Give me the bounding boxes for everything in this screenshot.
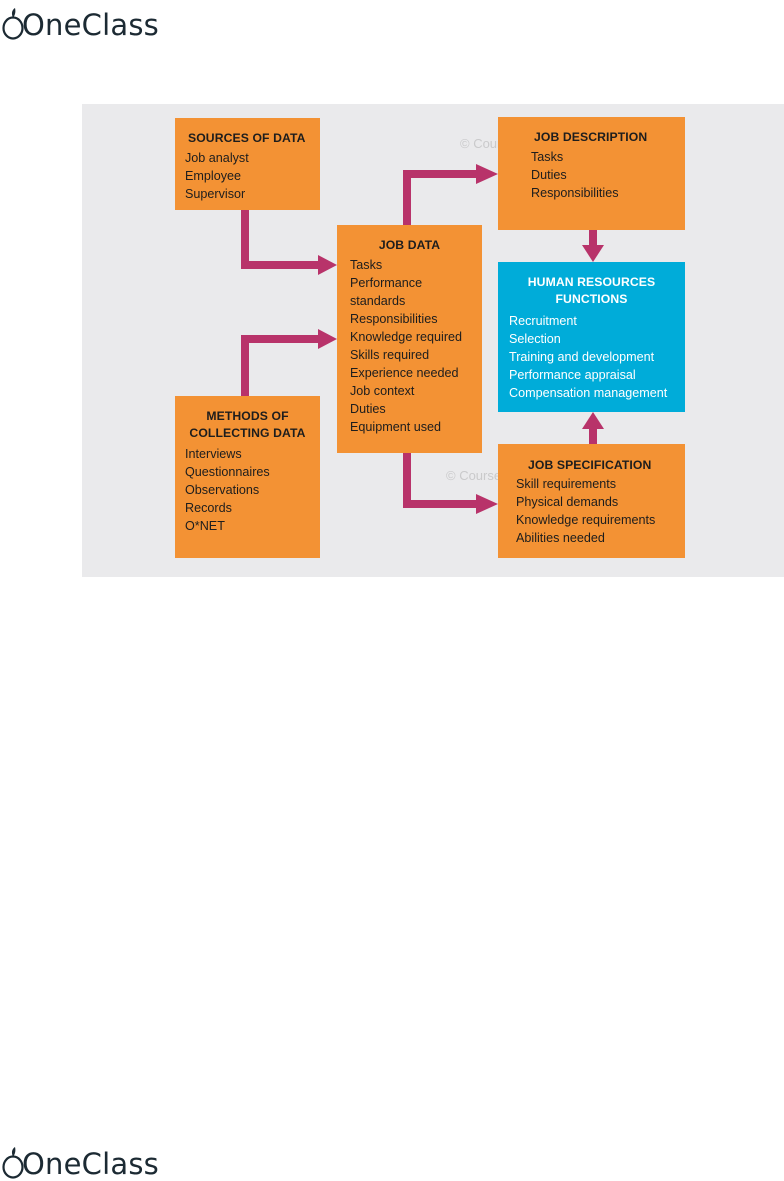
list-item: Job analyst	[185, 151, 249, 165]
list-item: Performance standards	[350, 276, 423, 308]
list-item: Knowledge requirements	[516, 513, 656, 527]
list-item: Employee	[185, 169, 242, 183]
list-item: Records	[185, 501, 232, 515]
list-item: Physical demands	[516, 495, 619, 509]
methods-of-collecting-data-box: METHODS OF COLLECTING DATA Interviews Qu…	[175, 396, 320, 558]
list-item: Supervisor	[185, 187, 246, 201]
list-item: Skill requirements	[516, 477, 617, 491]
job-data-list: Tasks Performance standards Responsibili…	[350, 256, 482, 436]
job-specification-box: JOB SPECIFICATION Skill requirements Phy…	[498, 444, 685, 558]
job-description-box: JOB DESCRIPTION Tasks Duties Responsibil…	[498, 117, 685, 230]
list-item: Duties	[531, 168, 567, 182]
list-item: Experience needed	[350, 366, 459, 380]
hr-functions-box: HUMAN RESOURCES FUNCTIONS Recruitment Se…	[498, 262, 685, 412]
list-item: Performance appraisal	[509, 368, 636, 382]
box-title: HUMAN RESOURCES FUNCTIONS	[527, 275, 656, 306]
hr-functions-list: Recruitment Selection Training and devel…	[509, 312, 685, 402]
arrow-sources-to-jobdata	[241, 210, 320, 269]
list-item: Selection	[509, 332, 561, 346]
box-title: JOB DESCRIPTION	[534, 130, 648, 144]
list-item: Abilities needed	[516, 531, 605, 545]
box-title: JOB DATA	[378, 238, 441, 252]
box-title: SOURCES OF DATA	[188, 131, 306, 145]
list-item: Tasks	[350, 258, 383, 272]
arrow-jobdata-to-description	[403, 170, 478, 225]
oneclass-logo: OneClass	[2, 0, 159, 40]
box-title: METHODS OF COLLECTING DATA	[189, 409, 306, 440]
list-item: Skills required	[350, 348, 430, 362]
list-item: Job context	[350, 384, 415, 398]
job-analysis-diagram: © Course © Course SOURCES OF DATA Job an…	[82, 104, 784, 577]
list-item: Responsibilities	[531, 186, 619, 200]
leaf-icon	[2, 8, 24, 40]
arrow-jobdata-to-specification	[403, 453, 478, 508]
sources-list: Job analyst Employee Supervisor	[185, 149, 320, 203]
box-title: JOB SPECIFICATION	[528, 458, 652, 472]
list-item: Observations	[185, 483, 260, 497]
job-data-box: JOB DATA Tasks Performance standards Res…	[337, 225, 482, 453]
list-item: Compensation management	[509, 386, 668, 400]
job-description-list: Tasks Duties Responsibilities	[531, 148, 685, 202]
list-item: Responsibilities	[350, 312, 438, 326]
list-item: Tasks	[531, 150, 564, 164]
list-item: Interviews	[185, 447, 242, 461]
arrow-methods-to-jobdata	[241, 335, 320, 396]
methods-list: Interviews Questionnaires Observations R…	[185, 445, 320, 535]
list-item: Knowledge required	[350, 330, 463, 344]
logo-text: OneClass	[22, 8, 159, 42]
list-item: Equipment used	[350, 420, 442, 434]
list-item: Training and development	[509, 350, 655, 364]
list-item: Recruitment	[509, 314, 577, 328]
list-item: Duties	[350, 402, 386, 416]
list-item: O*NET	[185, 519, 225, 533]
connector-arrows	[241, 164, 604, 514]
sources-of-data-box: SOURCES OF DATA Job analyst Employee Sup…	[175, 118, 320, 210]
leaf-icon	[2, 1147, 24, 1179]
list-item: Questionnaires	[185, 465, 270, 479]
job-specification-list: Skill requirements Physical demands Know…	[516, 475, 685, 547]
logo-text: OneClass	[22, 1147, 159, 1181]
oneclass-logo: OneClass	[2, 1139, 159, 1179]
